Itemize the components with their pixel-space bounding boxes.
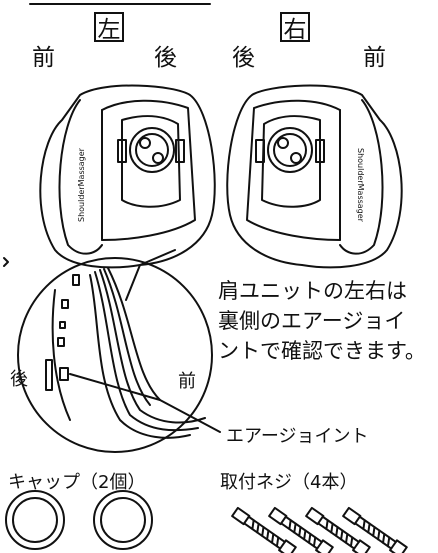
air-joint-label: エアージョイント (226, 426, 369, 447)
detail-circle (17, 257, 213, 453)
right-label: 右 (283, 17, 307, 43)
left-label: 左 (97, 17, 121, 43)
air-joint-leader (69, 373, 221, 433)
detail-back-label: 後 (10, 369, 28, 390)
product-text-right: ShoulderMassager (356, 148, 365, 223)
screws-label: 取付ネジ（4本） (220, 472, 358, 493)
right-label-box: 右 (280, 12, 310, 43)
left-unit-front-label: 前 (32, 45, 55, 71)
note-line-3: ントで確認できます。 (218, 339, 426, 363)
note-line-2: 裏側のエアージョイ (218, 309, 406, 333)
right-unit-front-label: 前 (363, 45, 386, 71)
right-unit (226, 84, 403, 269)
caps-label: キャップ（2個） (8, 472, 146, 493)
cap-left (5, 490, 65, 550)
left-unit-back-label: 後 (154, 45, 177, 71)
screws (231, 506, 408, 553)
left-edge-mark (3, 257, 9, 267)
callout-pointer (125, 249, 176, 301)
cap-right (93, 490, 153, 550)
left-label-box: 左 (94, 12, 124, 43)
note-line-1: 肩ユニットの左右は (218, 279, 407, 303)
left-unit (39, 84, 216, 269)
product-text-left: ShoulderMassager (77, 147, 86, 222)
note: 肩ユニットの左右は 裏側のエアージョイ ントで確認できます。 (218, 276, 426, 366)
right-unit-back-label: 後 (232, 45, 255, 71)
detail-front-label: 前 (178, 371, 196, 392)
